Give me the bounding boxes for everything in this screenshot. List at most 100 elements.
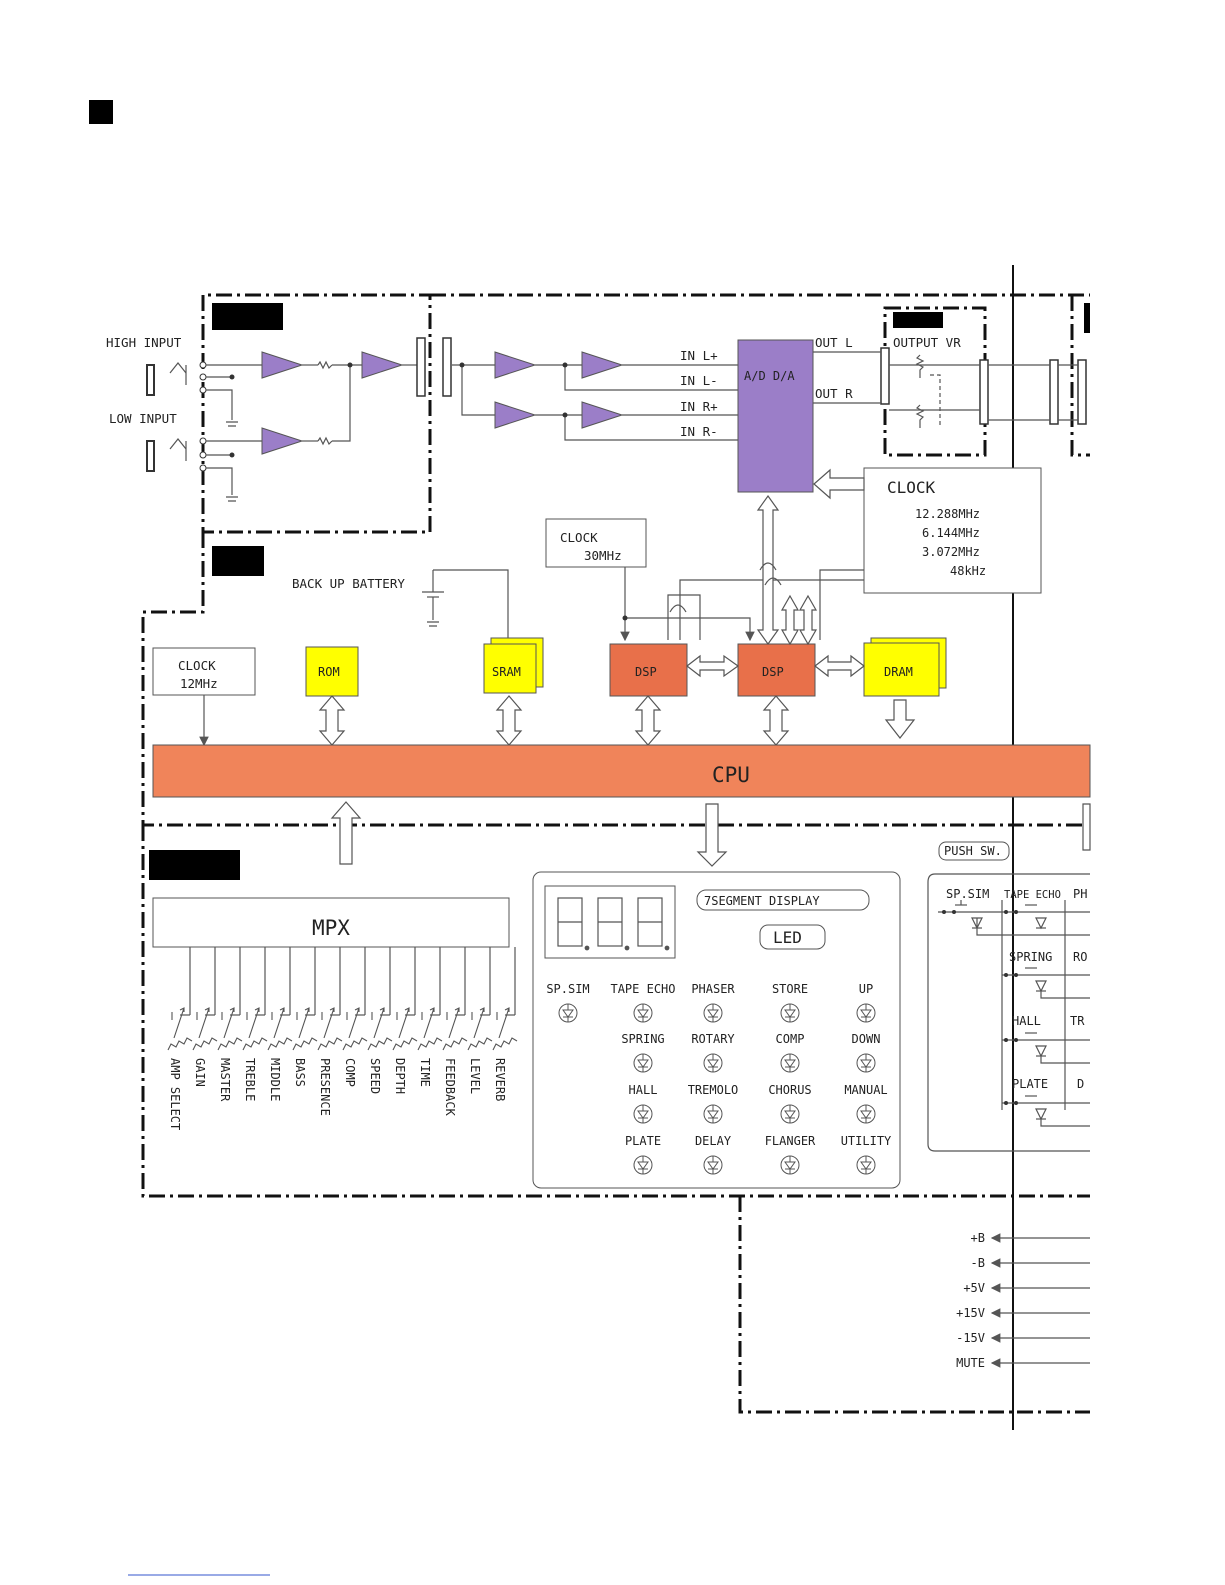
push-sw-d: D	[1077, 1077, 1084, 1091]
main-clock-freq-4: 48kHz	[950, 564, 986, 578]
led-label-text: TREMOLO	[688, 1083, 739, 1097]
cpu-block	[152, 744, 1091, 798]
led-icon	[856, 1003, 876, 1023]
led-indicator: CHORUS	[768, 1083, 812, 1124]
knob-label: SPEED	[368, 1058, 382, 1094]
low-input-label: LOW INPUT	[109, 411, 177, 426]
in-r-plus-label: IN R+	[680, 399, 718, 414]
output-vr-pot-icon	[889, 354, 1078, 428]
clock-arrow-icon	[813, 468, 865, 500]
led-indicator: DELAY	[695, 1134, 732, 1175]
led-indicator: PLATE	[625, 1134, 661, 1175]
knob-pot-icons	[167, 1007, 518, 1051]
input-wiring	[206, 364, 738, 495]
module-outlines	[141, 293, 1090, 1414]
led-icon	[780, 1053, 800, 1073]
bus-arrow-icons	[318, 494, 1091, 867]
led-icon	[856, 1155, 876, 1175]
led-label-text: MANUAL	[844, 1083, 887, 1097]
led-icon	[780, 1003, 800, 1023]
led-icon	[856, 1053, 876, 1073]
main-clock-box	[863, 467, 1042, 594]
led-label-text: ROTARY	[691, 1032, 735, 1046]
push-sw-plate: PLATE	[1012, 1077, 1048, 1091]
led-label-text: UP	[859, 982, 873, 996]
power-rail-label: -B	[971, 1256, 985, 1270]
led-indicator: DOWN	[852, 1032, 880, 1073]
connector-icons	[416, 337, 1087, 425]
led-indicator: COMP	[776, 1032, 805, 1073]
knob-label: AMP SELECT	[168, 1058, 182, 1130]
led-label: LED	[773, 928, 802, 947]
resistor-icon	[317, 360, 333, 370]
led-label-text: FLANGER	[765, 1134, 816, 1148]
push-sw-ro: RO	[1073, 950, 1087, 964]
led-label-text: PHASER	[691, 982, 735, 996]
led-icon	[780, 1104, 800, 1124]
power-rail-label: +5V	[963, 1281, 985, 1295]
led-label-text: UTILITY	[841, 1134, 892, 1148]
push-sw-pill	[938, 841, 1010, 861]
dram-label: DRAM	[884, 665, 913, 679]
led-indicator: PHASER	[691, 982, 735, 1023]
out-r-label: OUT R	[815, 386, 853, 401]
knob-label: TIME	[418, 1058, 432, 1087]
led-indicator: UP	[856, 982, 876, 1023]
knob-label: FEEDBACK	[443, 1058, 457, 1117]
led-label-text: TAPE ECHO	[610, 982, 675, 996]
led-label-text: COMP	[776, 1032, 805, 1046]
module-tag	[1084, 303, 1090, 333]
high-input-label: HIGH INPUT	[106, 335, 182, 350]
push-sw-hall: HALL	[1012, 1014, 1041, 1028]
push-sw-panel	[927, 873, 1090, 1152]
led-indicator: SP.SIM	[546, 982, 590, 1023]
rom-label: ROM	[318, 665, 340, 679]
cpu-clock-freq: 12MHz	[180, 676, 218, 691]
push-sw-ph: PH	[1073, 887, 1087, 901]
knob-wiring	[180, 947, 516, 1016]
led-label-text: CHORUS	[768, 1083, 811, 1097]
led-label-pill	[759, 924, 826, 950]
led-indicator: SPRING	[621, 1032, 665, 1073]
battery-icon	[422, 569, 509, 640]
dsp-clock-freq: 30MHz	[584, 548, 622, 563]
dsp1-label: DSP	[635, 665, 657, 679]
in-r-minus-label: IN R-	[680, 424, 718, 439]
mpx-block	[152, 897, 510, 948]
battery-label: BACK UP BATTERY	[292, 576, 405, 591]
module-tag	[212, 303, 283, 330]
module-tag	[212, 546, 264, 576]
power-rail-label: -15V	[956, 1331, 985, 1345]
led-icon	[703, 1104, 723, 1124]
resistor-icon	[317, 436, 333, 446]
knob-label: COMP	[343, 1058, 357, 1087]
rom-chip	[305, 646, 359, 697]
cpu-label: CPU	[712, 763, 750, 787]
led-icon	[703, 1003, 723, 1023]
cpu-clock-title: CLOCK	[178, 658, 216, 673]
power-rail-label: +15V	[956, 1306, 985, 1320]
dsp-clock-box	[545, 518, 647, 568]
led-indicator: TAPE ECHO	[610, 982, 676, 1023]
dsp-chip-2	[737, 643, 816, 697]
main-clock-freq-2: 6.144MHz	[922, 526, 980, 540]
led-icon	[856, 1104, 876, 1124]
mpx-label: MPX	[312, 916, 350, 940]
led-icon	[703, 1053, 723, 1073]
knob-label: REVERB	[493, 1058, 507, 1101]
led-indicator: MANUAL	[844, 1083, 888, 1124]
knob-label: MASTER	[218, 1058, 232, 1102]
dsp2-label: DSP	[762, 665, 784, 679]
main-clock-freq-3: 3.072MHz	[922, 545, 980, 559]
led-indicator: FLANGER	[765, 1134, 816, 1175]
ad-da-converter	[737, 339, 814, 493]
amplifier-icons	[261, 351, 624, 455]
led-label-text: DELAY	[695, 1134, 732, 1148]
push-sw-tr: TR	[1070, 1014, 1085, 1028]
knob-label: GAIN	[193, 1058, 207, 1087]
led-label-text: SP.SIM	[546, 982, 589, 996]
knob-label: MIDDLE	[268, 1058, 282, 1101]
module-tag	[149, 850, 240, 880]
led-icon	[558, 1003, 578, 1023]
knob-label: BASS	[293, 1058, 307, 1087]
